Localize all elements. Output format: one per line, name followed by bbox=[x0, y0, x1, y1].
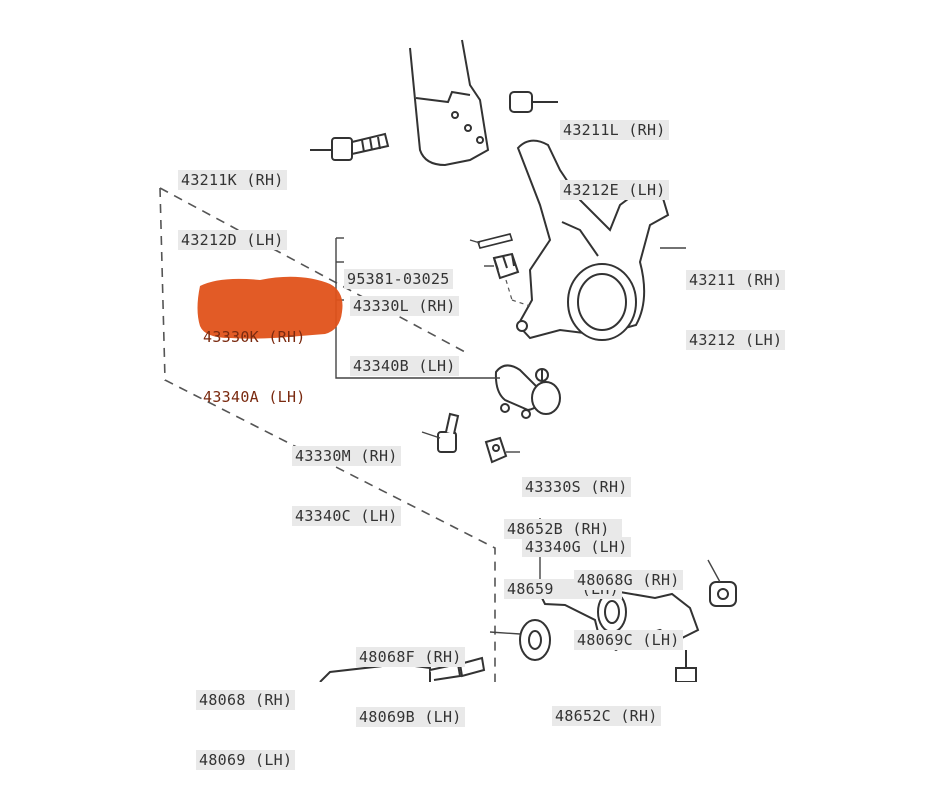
part-number-rh: 43211L (RH) bbox=[560, 120, 669, 140]
part-number-rh: 48068G (RH) bbox=[574, 570, 683, 590]
cotter-pin-part bbox=[476, 233, 514, 249]
label-95381: 95381-03025 bbox=[344, 229, 453, 309]
label-43330K-highlighted: 43330K (RH) 43340A (LH) bbox=[200, 287, 309, 427]
label-43211K: 43211K (RH) 43212D (LH) bbox=[178, 130, 287, 270]
label-43211: 43211 (RH) 43212 (LH) bbox=[686, 230, 786, 370]
part-number-rh: 43330S (RH) bbox=[522, 477, 631, 497]
nut-part bbox=[509, 91, 558, 113]
flange-nut-part bbox=[709, 581, 737, 607]
assembly-boundary bbox=[159, 187, 496, 682]
bottom-bolt-part bbox=[675, 650, 697, 682]
part-number-rh: 48652B (RH) bbox=[504, 519, 622, 539]
dashed-leader bbox=[505, 279, 531, 307]
part-number-lh: 43340B (LH) bbox=[350, 356, 459, 376]
part-number: 95381-03025 bbox=[344, 269, 453, 289]
label-43330M: 43330M (RH) 43340C (LH) bbox=[292, 406, 401, 546]
part-number-rh: 43330K (RH) bbox=[203, 328, 306, 346]
label-48068G: 48068G (RH) 48069C (LH) bbox=[574, 530, 683, 670]
label-48068: 48068 (RH) 48069 (LH) bbox=[196, 650, 296, 790]
part-number-lh: 48069B (LH) bbox=[356, 707, 465, 727]
part-number-rh: 48652C (RH) bbox=[552, 706, 661, 726]
label-43330L: 43330L (RH) 43340B (LH) bbox=[350, 256, 459, 396]
washer-part bbox=[519, 619, 551, 661]
ball-joint-part bbox=[494, 364, 561, 419]
label-43330S: 43330S (RH) 43340G (LH) bbox=[522, 437, 631, 577]
part-number-rh: 43330M (RH) bbox=[292, 446, 401, 466]
part-number-lh: 43340G (LH) bbox=[522, 537, 631, 557]
label-48652C: 48652C (RH) bbox=[552, 666, 661, 746]
knuckle-part bbox=[516, 139, 670, 341]
bushing-part bbox=[319, 656, 486, 682]
castle-nut-part bbox=[492, 252, 520, 280]
part-number-lh: 43212E (LH) bbox=[560, 180, 669, 200]
small-nut-part bbox=[484, 436, 508, 464]
small-bolt-part bbox=[437, 412, 460, 453]
part-number-rh: 43211 (RH) bbox=[686, 270, 786, 290]
part-number-rh: 43330L (RH) bbox=[350, 296, 459, 316]
label-43211L: 43211L (RH) 43212E (LH) bbox=[560, 80, 669, 220]
part-number-rh: 43211K (RH) bbox=[178, 170, 287, 190]
label-48068F: 48068F (RH) 48069B (LH) bbox=[356, 607, 465, 747]
bolt-part bbox=[310, 132, 390, 161]
part-number-lh: 43340C (LH) bbox=[292, 506, 401, 526]
part-number-lh: 43340A (LH) bbox=[203, 388, 306, 406]
strut-part bbox=[409, 39, 490, 167]
part-number-lh: 48069 (LH) bbox=[196, 750, 296, 770]
part-number-lh: 43212 (LH) bbox=[686, 330, 786, 350]
parts-diagram bbox=[159, 39, 737, 682]
part-number-lh: 48069C (LH) bbox=[574, 630, 683, 650]
part-number-rh: 48068F (RH) bbox=[356, 647, 465, 667]
part-number-lh: 43212D (LH) bbox=[178, 230, 287, 250]
highlight-marker bbox=[197, 276, 343, 339]
part-number-rh: 48068 (RH) bbox=[196, 690, 296, 710]
